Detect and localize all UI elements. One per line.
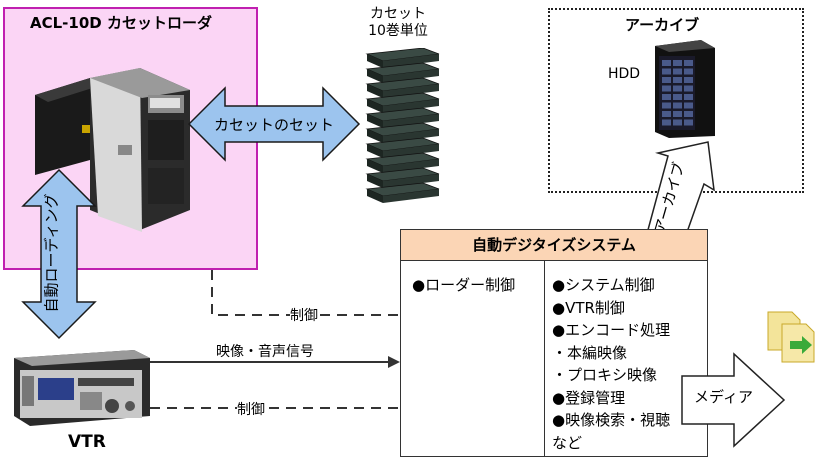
media-files-icon	[767, 311, 815, 363]
cassette-set-label: カセットのセット	[214, 116, 335, 134]
system-divider	[544, 261, 545, 457]
loader-title: ACL-10D カセットローダ	[30, 14, 212, 32]
media-arrow-label: メディア	[694, 388, 753, 406]
vtr-label: VTR	[68, 432, 106, 452]
video-audio-label: 映像・音声信号	[216, 344, 314, 360]
hdd-server-image	[655, 40, 715, 138]
cassette-set-double-arrow	[187, 86, 361, 162]
system-item-proxy-video: ・プロキシ映像	[552, 366, 658, 384]
system-item-registration: ●登録管理	[552, 388, 626, 407]
archive-title: アーカイブ	[625, 16, 700, 34]
media-arrow	[681, 352, 786, 448]
digitize-system-title: 自動デジタイズシステム	[400, 229, 708, 261]
system-item-encode: ●エンコード処理	[552, 321, 671, 339]
system-item-etc: など	[552, 433, 583, 452]
control-label-top: 制御	[290, 305, 318, 325]
cassette-title-line1: カセット	[370, 6, 426, 22]
control-label-bottom: 制御	[237, 399, 265, 419]
system-item-search-view: ●映像検索・視聴	[552, 411, 671, 429]
vtr-device-image	[14, 350, 150, 426]
hdd-label: HDD	[608, 66, 641, 82]
auto-loading-double-arrow	[21, 168, 97, 340]
digitize-system-box	[400, 229, 708, 457]
cassette-title: カセット 10巻単位	[358, 6, 438, 40]
cassette-stack-image	[365, 48, 440, 203]
system-left-item: ●ローダー制御	[412, 276, 516, 294]
system-item-vtr-control: ●VTR制御	[552, 298, 625, 317]
cassette-loader-image	[35, 68, 190, 232]
system-item-main-video: ・本編映像	[552, 343, 628, 362]
system-right-list: ●システム制御 ●VTR制御 ●エンコード処理 ・本編映像 ・プロキシ映像 ●登…	[552, 274, 670, 454]
system-item-system-control: ●システム制御	[552, 276, 655, 294]
cassette-title-line2: 10巻単位	[368, 23, 428, 39]
